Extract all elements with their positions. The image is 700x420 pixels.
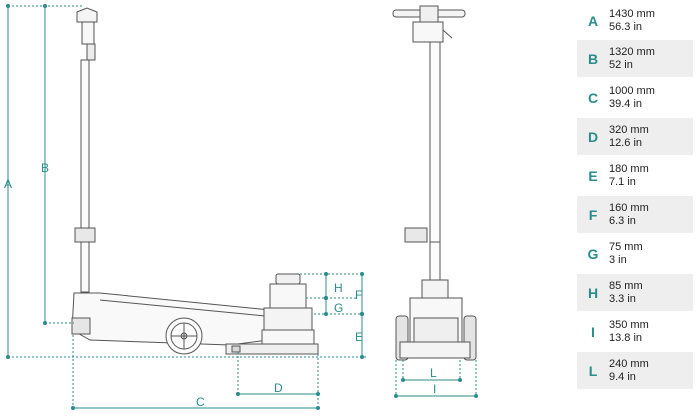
spec-inch: 3.3 in: [609, 292, 636, 305]
spec-inch: 12.6 in: [609, 136, 643, 149]
dim-label-l: L: [430, 366, 437, 380]
spec-inch: 3 in: [609, 253, 627, 266]
spec-inch: 13.8 in: [609, 331, 643, 344]
spec-mm: 160 mm: [609, 201, 649, 214]
spec-mm: 85 mm: [609, 279, 643, 292]
side-view-jack: [71, 7, 319, 355]
dim-label-b: B: [41, 161, 49, 175]
spec-mm: 320 mm: [609, 123, 649, 136]
spec-inch: 52 in: [609, 58, 633, 71]
spec-inch: 6.3 in: [609, 214, 636, 227]
spec-mm: 75 mm: [609, 240, 643, 253]
dim-label-c: C: [196, 395, 205, 409]
spec-inch: 9.4 in: [609, 370, 636, 383]
dim-label-e: E: [355, 330, 363, 344]
spec-letter: A: [587, 12, 599, 29]
spec-inch: 39.4 in: [609, 97, 643, 110]
side-view-dimensions: [6, 4, 366, 410]
dim-label-i: I: [433, 382, 436, 396]
dim-label-d: D: [274, 381, 283, 395]
spec-letter: B: [587, 50, 599, 67]
technical-drawing: A B C D E F G H L I: [4, 4, 478, 410]
spec-letter: E: [588, 167, 598, 184]
dim-label-g: G: [334, 301, 343, 315]
spec-letter: G: [587, 245, 599, 262]
spec-mm: 180 mm: [609, 162, 649, 175]
spec-letter: I: [591, 323, 595, 340]
spec-letter: C: [587, 89, 599, 106]
spec-inch: 56.3 in: [609, 20, 643, 33]
front-view-jack: [392, 5, 477, 361]
spec-mm: 1000 mm: [609, 84, 655, 97]
spec-letter: D: [587, 128, 599, 145]
dim-label-f: F: [355, 288, 362, 302]
dim-label-h: H: [334, 281, 343, 295]
spec-mm: 240 mm: [609, 357, 649, 370]
spec-mm: 350 mm: [609, 318, 649, 331]
spec-mm: 1320 mm: [609, 45, 655, 58]
spec-mm: 1430 mm: [609, 7, 655, 20]
spec-letter: F: [588, 206, 598, 223]
dim-label-a: A: [4, 177, 12, 191]
front-view-dimensions: [394, 360, 478, 398]
spec-inch: 7.1 in: [609, 175, 636, 188]
spec-letter: H: [587, 284, 599, 301]
spec-letter: L: [588, 362, 598, 379]
